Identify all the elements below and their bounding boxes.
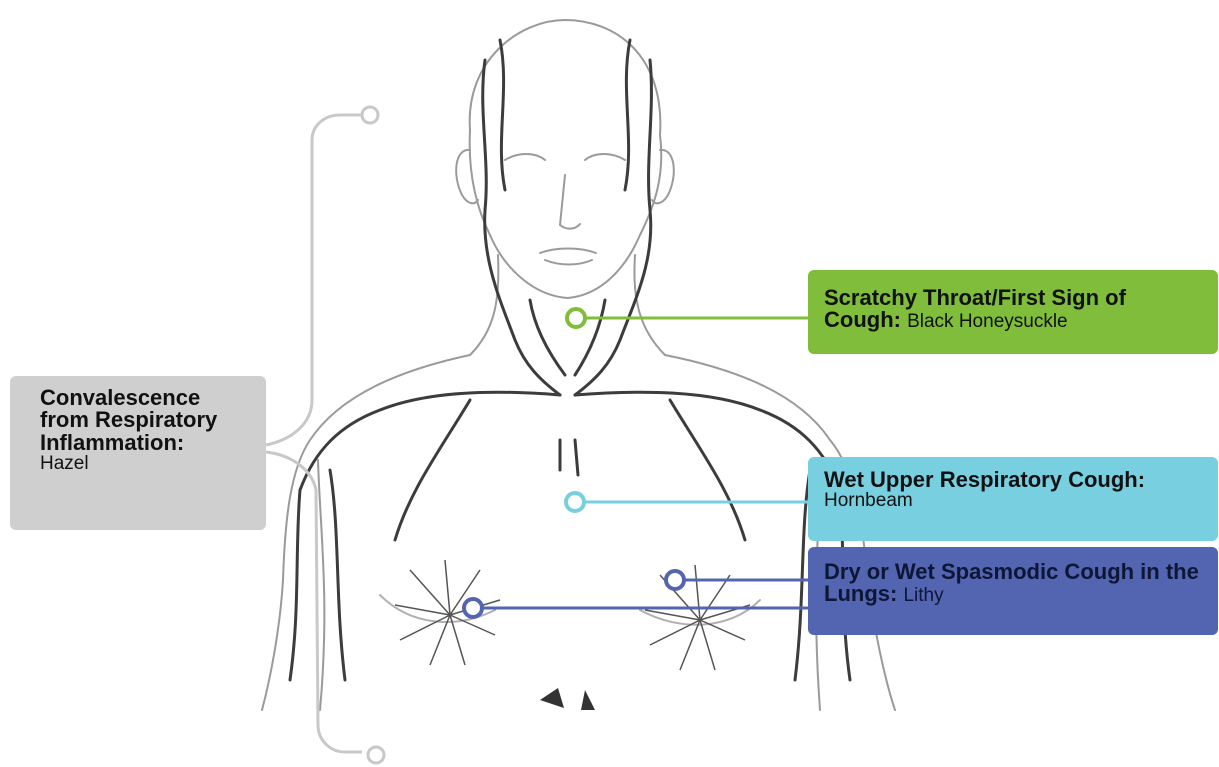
convalescence-remedy: Hazel — [40, 454, 236, 473]
convalescence-label: Convalescence from Respiratory Inflammat… — [10, 376, 266, 530]
convalescence-bracket — [266, 107, 384, 763]
wet-upper-heading: Wet Upper Respiratory Cough: — [824, 469, 1204, 491]
spasmodic-heading: Dry or Wet Spasmodic Cough in the Lungs: — [824, 559, 1199, 606]
throat-remedy: Black Honeysuckle — [907, 311, 1068, 332]
convalescence-heading: Convalescence from Respiratory Inflammat… — [40, 387, 236, 454]
spasmodic-label: Dry or Wet Spasmodic Cough in the Lungs:… — [808, 547, 1218, 635]
lymph-vessels — [290, 40, 850, 680]
convalescence-bottom-marker — [368, 747, 384, 763]
throat-label: Scratchy Throat/First Sign of Cough: Bla… — [808, 270, 1218, 354]
wet-upper-connector — [566, 493, 808, 511]
breast-lymph-nodes — [395, 560, 750, 670]
wet-upper-label: Wet Upper Respiratory Cough: Hornbeam — [808, 457, 1218, 541]
convalescence-top-marker — [362, 107, 378, 123]
wet-upper-remedy: Hornbeam — [824, 491, 1204, 510]
lower-torso-marks — [540, 688, 595, 710]
spasmodic-remedy: Lithy — [903, 585, 943, 606]
spasmodic-connectors — [464, 571, 808, 617]
